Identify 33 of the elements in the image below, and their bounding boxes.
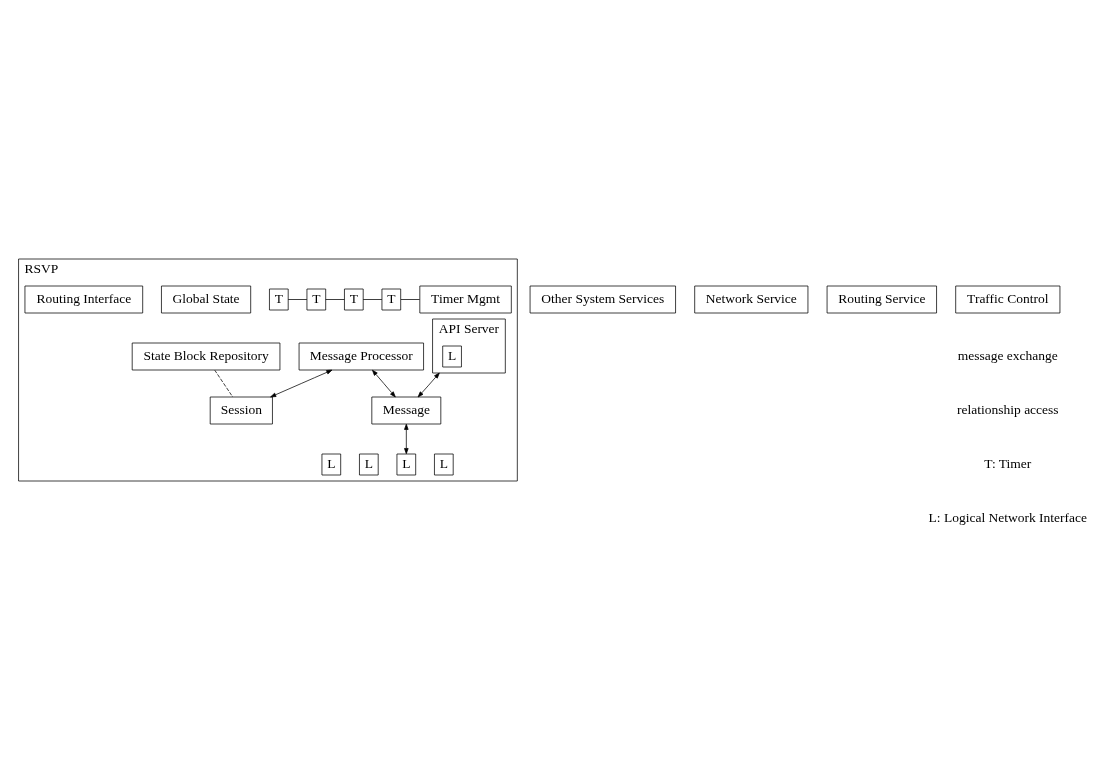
connector <box>400 298 420 300</box>
label: L: Logical Network Interface <box>928 509 1088 525</box>
node-box: Traffic Control <box>955 285 1061 313</box>
node-box: Network Service <box>694 285 809 313</box>
legend-label: relationship access <box>957 401 1059 417</box>
node-box: L <box>442 345 462 367</box>
node-box: L <box>434 453 454 475</box>
connector <box>287 298 308 300</box>
node-box: L <box>321 453 342 475</box>
label: T: Timer <box>984 455 1032 471</box>
node-box: T <box>306 288 327 310</box>
node-box: State Block Repository <box>131 342 281 370</box>
node-box: Timer Mgmt <box>419 285 512 313</box>
node-box: Routing Interface <box>24 285 144 313</box>
node-box: Session <box>209 396 273 424</box>
node-box: L <box>396 453 417 475</box>
node-box: T <box>269 288 289 310</box>
connector <box>362 298 383 300</box>
node-box: T <box>381 288 402 310</box>
arrow <box>404 423 409 454</box>
arrow <box>270 369 333 397</box>
node-box: Other System Services <box>529 285 676 313</box>
node-box: Global State <box>161 285 252 313</box>
legend-label: message exchange <box>957 347 1058 363</box>
connector <box>214 369 234 397</box>
connector <box>325 298 345 300</box>
arrow <box>372 369 396 397</box>
node-box: T <box>344 288 364 310</box>
node-box: L <box>359 453 379 475</box>
node-box: Message Processor <box>298 342 424 370</box>
node-box: Message <box>371 396 442 424</box>
arrow <box>417 372 440 397</box>
node-box: Routing Service <box>826 285 937 313</box>
